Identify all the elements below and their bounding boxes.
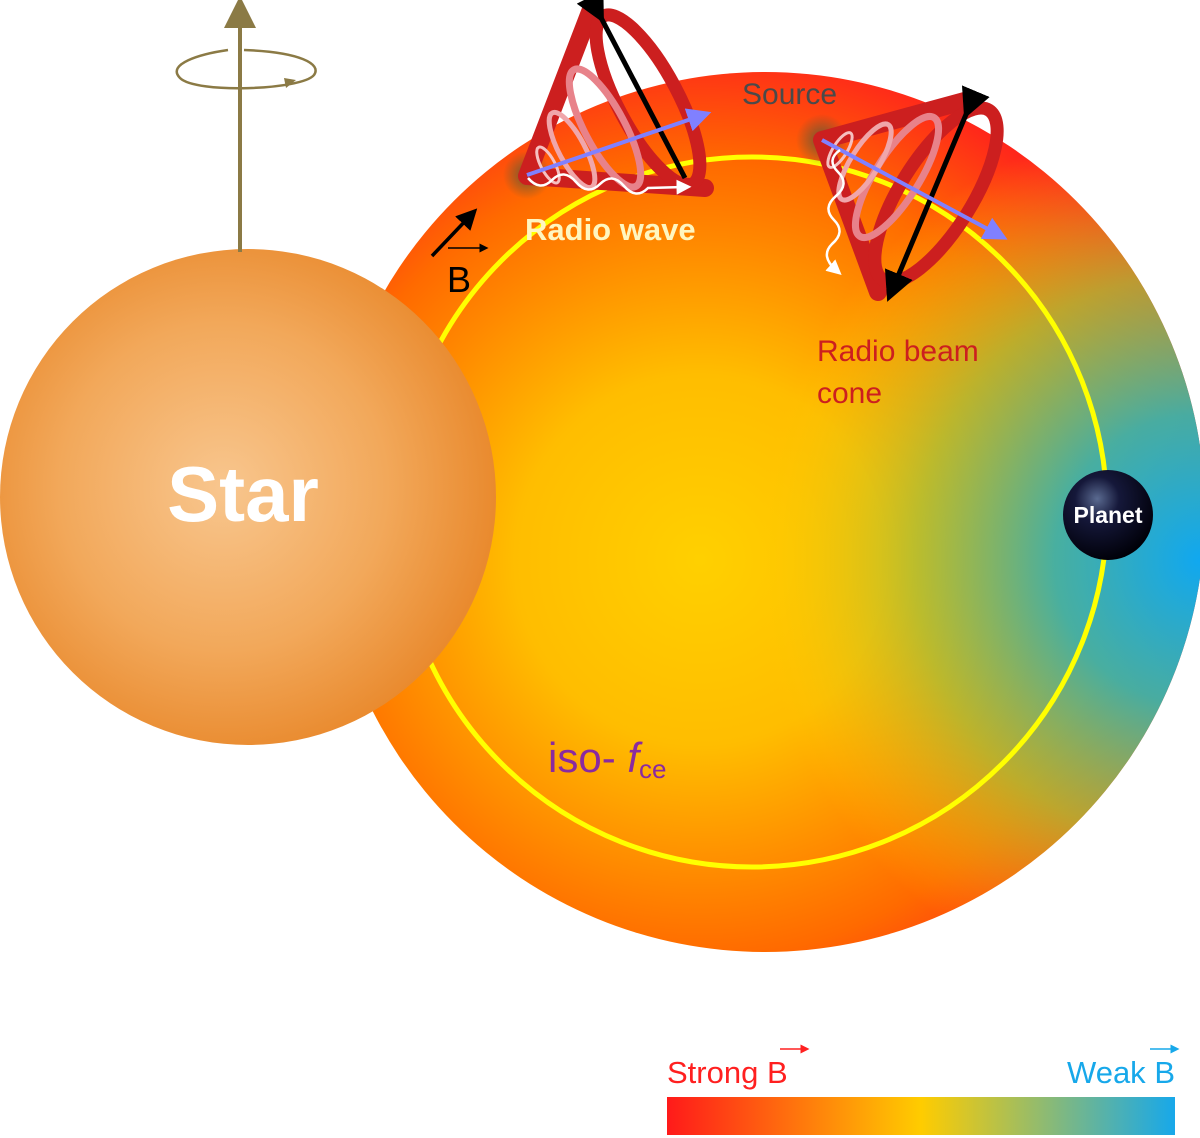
colorbar-legend: Strong B Weak B <box>667 1044 1180 1135</box>
iso-prefix: iso- <box>548 734 627 781</box>
weak-b-label: Weak B <box>1067 1055 1175 1090</box>
radio-beam-cone-left <box>518 0 714 197</box>
strong-b-label: Strong B <box>667 1055 788 1090</box>
radio-beam-cone-right <box>813 85 1008 302</box>
planet: Planet <box>1063 470 1153 560</box>
source-label: Source <box>742 78 837 111</box>
rotation-arrow-icon <box>175 48 317 90</box>
rotation-axis <box>175 0 317 252</box>
planet-label: Planet <box>1073 502 1142 528</box>
b-field-vector: B <box>430 208 489 300</box>
iso-fce-label: iso- fce <box>548 734 667 784</box>
radio-wave-label: Radio wave <box>525 212 696 247</box>
iso-subscript: ce <box>639 754 666 784</box>
b-field-label: B <box>447 259 471 300</box>
radio-beam-cone-label-line2: cone <box>817 377 882 410</box>
star: Star <box>0 249 496 745</box>
radio-beam-cone-label-line1: Radio beam <box>817 335 979 368</box>
star-label: Star <box>167 450 319 538</box>
colorbar-gradient <box>667 1097 1175 1135</box>
